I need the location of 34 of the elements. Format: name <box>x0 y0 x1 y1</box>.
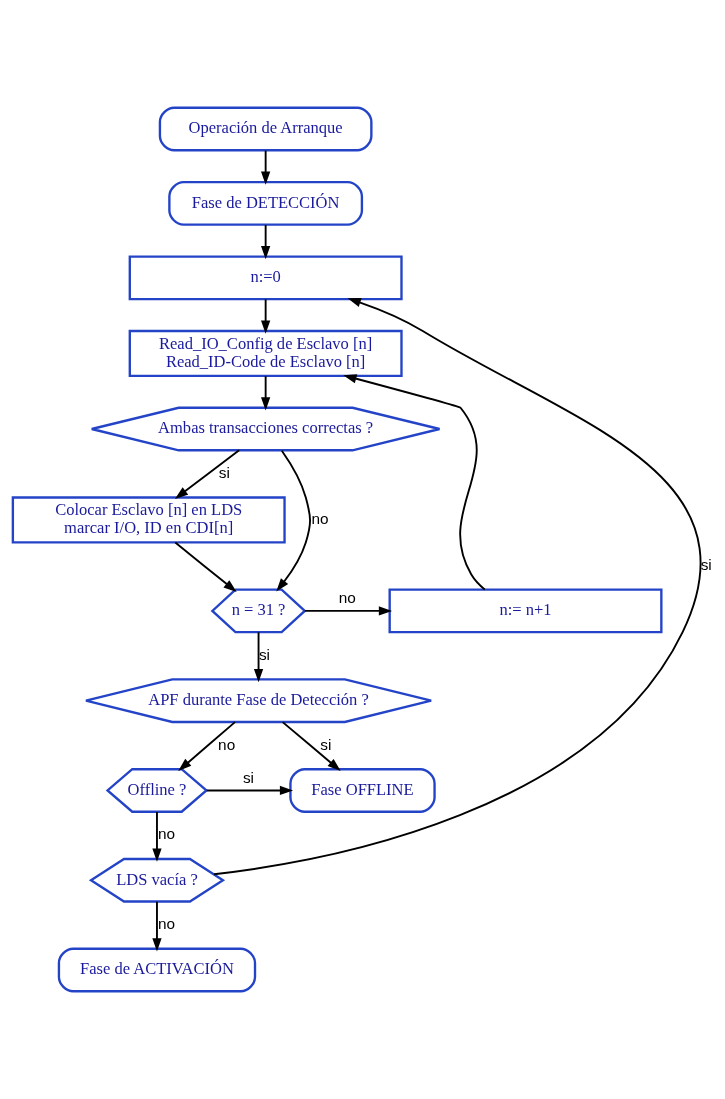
arrow <box>261 149 271 185</box>
node-box: Colocar Esclavo [n] en LDS marcar I/O, ID en CDI[n] <box>11 496 286 544</box>
edge-label: si <box>242 768 255 786</box>
edge-label: si <box>218 463 230 481</box>
edge-label: si <box>258 645 271 663</box>
edge-label: no <box>157 915 175 933</box>
arrow <box>261 224 271 260</box>
arrow <box>205 785 294 796</box>
arrow <box>213 298 702 876</box>
edge-label: no <box>311 509 329 527</box>
node-box: Fase de ACTIVACIÓN <box>57 947 257 993</box>
node-box: n:=0 <box>128 255 403 301</box>
node-box: Read_IO_Config de Esclavo [n] Read_ID-Code de Esclavo [n] <box>128 329 403 378</box>
arrow <box>303 606 393 616</box>
node-box: Operación de Arranque <box>158 106 373 152</box>
node-box: Fase de DETECCIÓN <box>168 180 364 226</box>
arrow <box>152 810 162 862</box>
arrow <box>281 721 341 771</box>
edge-label: si <box>700 556 712 574</box>
arrow <box>276 449 311 592</box>
arrow <box>343 374 486 591</box>
arrow <box>174 541 237 593</box>
node-box: n:= n+1 <box>388 588 663 634</box>
arrow <box>152 900 162 952</box>
arrow <box>178 721 236 771</box>
edge-label: no <box>338 589 356 607</box>
arrow <box>261 298 271 334</box>
arrow <box>261 375 271 411</box>
node-box: Fase OFFLINE <box>289 768 436 813</box>
arrow <box>174 449 241 499</box>
arrow <box>253 631 264 683</box>
edge-label: no <box>218 735 236 753</box>
edge-label: no <box>157 825 175 843</box>
edge-label: si <box>320 735 332 753</box>
